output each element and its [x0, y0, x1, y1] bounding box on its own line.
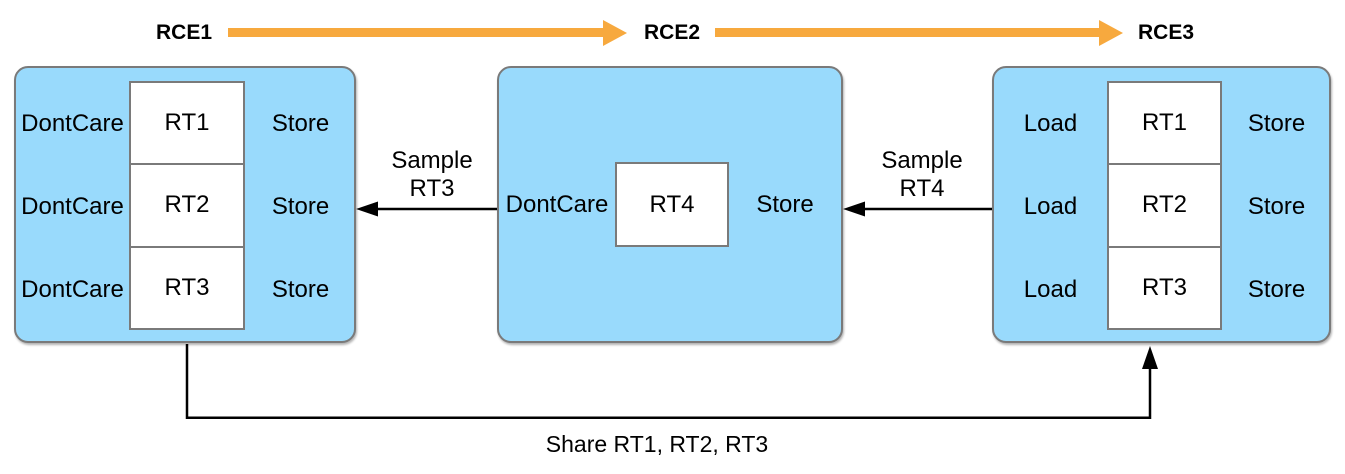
- right-arrowhead-icon: [1099, 20, 1123, 46]
- load-action-label: DontCare: [21, 275, 124, 303]
- render-target-cell: RT4: [615, 162, 729, 247]
- arrow-shaft: [228, 28, 603, 37]
- share-arrow: [185, 344, 1158, 419]
- load-action-label: DontCare: [505, 190, 609, 218]
- sample-rt4-arrow: [843, 201, 992, 217]
- share-arrow-label: Share RT1, RT2, RT3: [545, 431, 769, 457]
- render-target-cell: RT2: [131, 165, 243, 248]
- store-action-label: Store: [271, 275, 330, 303]
- label-line: Sample: [391, 147, 473, 174]
- store-action-label: Store: [756, 190, 814, 218]
- store-action-label: Store: [1247, 109, 1306, 137]
- render-target-cell: RT2: [1109, 165, 1220, 248]
- store-action-label: Store: [1247, 275, 1306, 303]
- render-pass-rce1: DontCare DontCare DontCare RT1 RT2 RT3 S…: [14, 66, 356, 343]
- sample-rt3-arrow: [356, 201, 497, 217]
- rce1-label: RCE1: [155, 21, 213, 44]
- load-action-label: DontCare: [21, 109, 124, 137]
- render-target-cell: RT3: [131, 247, 243, 328]
- store-action-label: Store: [271, 192, 330, 220]
- load-action-label: Load: [1023, 109, 1078, 137]
- load-action-label: DontCare: [21, 192, 124, 220]
- load-action-label: Load: [1023, 275, 1078, 303]
- label-line: RT3: [409, 174, 455, 202]
- right-arrowhead-icon: [603, 20, 627, 46]
- arrow-shaft: [715, 28, 1099, 37]
- render-pass-rce3: Load Load Load RT1 RT2 RT3 Store Store S…: [992, 66, 1331, 343]
- render-target-stack: RT1 RT2 RT3: [129, 81, 245, 330]
- sample-rt3-arrow-label: Sample RT3: [362, 147, 502, 202]
- render-target-cell: RT3: [1109, 247, 1220, 328]
- render-target-stack: RT1 RT2 RT3: [1107, 81, 1222, 330]
- sample-rt4-arrow-label: Sample RT4: [852, 147, 992, 202]
- up-arrowhead-icon: [1142, 346, 1158, 369]
- load-action-label: Load: [1023, 192, 1078, 220]
- left-arrowhead-icon: [356, 201, 378, 217]
- render-target-cell: RT1: [131, 83, 243, 166]
- label-line: RT4: [899, 174, 945, 202]
- render-target-cell: RT1: [1109, 83, 1220, 166]
- store-action-label: Store: [271, 109, 330, 137]
- left-arrowhead-icon: [843, 201, 865, 217]
- label-line: Sample: [881, 147, 963, 174]
- rce3-label: RCE3: [1137, 21, 1195, 44]
- store-action-label: Store: [1247, 192, 1306, 220]
- rce2-label: RCE2: [643, 21, 701, 44]
- render-pass-rce2: DontCare RT4 Store: [497, 66, 843, 343]
